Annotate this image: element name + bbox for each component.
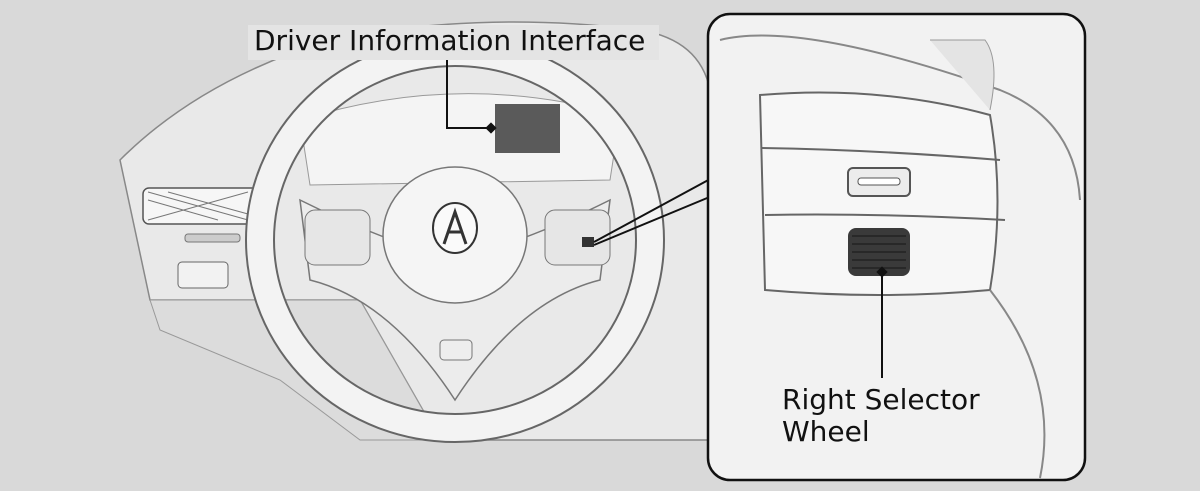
rsw-label-line1: Right Selector: [782, 383, 980, 416]
rsw-label-line2: Wheel: [782, 415, 870, 448]
acura-logo: [442, 207, 468, 245]
driver-information-interface-label: Driver Information Interface: [248, 25, 659, 60]
dii-leader-line: [446, 59, 490, 129]
driver-information-display: [495, 104, 560, 153]
left-vent: [142, 187, 259, 225]
left-switch-panel: [177, 261, 229, 289]
callout-leader-lines: [593, 177, 713, 246]
callout-inset: [706, 12, 1087, 482]
steering-wheel: [245, 37, 665, 443]
right-selector-wheel-label: Right Selector Wheel: [782, 384, 980, 448]
right-selector-wheel-small: [582, 237, 594, 247]
